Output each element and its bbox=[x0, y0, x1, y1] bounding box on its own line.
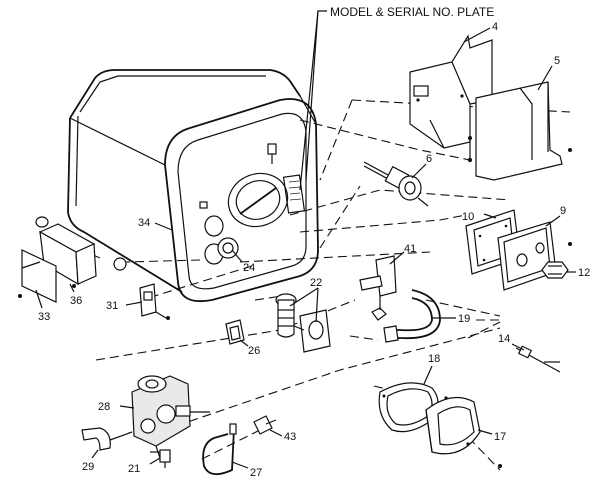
callout-41: 41 bbox=[389, 243, 416, 265]
callout-5: 5 bbox=[537, 55, 560, 91]
part-14-electrode bbox=[515, 345, 561, 373]
callout-9: 9 bbox=[545, 205, 566, 227]
callout-17: 17 bbox=[477, 429, 506, 443]
callout-34: 34 bbox=[138, 217, 173, 231]
part-26-switch bbox=[225, 319, 245, 345]
part-22-burner bbox=[275, 293, 331, 353]
part-33-panel bbox=[18, 249, 76, 303]
svg-text:28: 28 bbox=[98, 401, 110, 413]
svg-text:MODEL & SERIAL NO. PLATE: MODEL & SERIAL NO. PLATE bbox=[330, 5, 494, 19]
svg-text:43: 43 bbox=[284, 431, 296, 443]
part-28-gas-valve bbox=[131, 375, 210, 459]
callout-21: 21 bbox=[128, 457, 161, 475]
callout-27: 27 bbox=[231, 461, 262, 479]
svg-text:24: 24 bbox=[243, 262, 255, 274]
svg-text:19: 19 bbox=[458, 313, 470, 325]
callout-43: 43 bbox=[269, 429, 296, 443]
callout-10: 10 bbox=[462, 211, 497, 223]
svg-text:34: 34 bbox=[138, 217, 150, 229]
svg-text:17: 17 bbox=[494, 431, 506, 443]
svg-text:6: 6 bbox=[426, 153, 432, 165]
svg-text:4: 4 bbox=[492, 21, 498, 33]
svg-text:26: 26 bbox=[248, 345, 260, 357]
callout-33: 33 bbox=[35, 289, 50, 323]
part-27-thermocouple bbox=[202, 423, 237, 476]
callout-31: 31 bbox=[106, 300, 143, 312]
svg-text:18: 18 bbox=[428, 353, 440, 365]
callout-19: 19 bbox=[432, 313, 470, 325]
part-17-vent-cover bbox=[425, 396, 502, 468]
part-43-orifice bbox=[253, 415, 277, 435]
callout-36: 36 bbox=[69, 283, 82, 307]
callout-4: 4 bbox=[463, 21, 498, 43]
svg-text:36: 36 bbox=[70, 295, 82, 307]
water-heater-tank bbox=[67, 69, 319, 303]
part-31-ecs-thermostat bbox=[139, 283, 170, 320]
part-4-top-shield bbox=[409, 34, 514, 163]
svg-text:5: 5 bbox=[554, 55, 560, 67]
part-41-bracket bbox=[359, 255, 397, 321]
callout-24: 24 bbox=[231, 249, 255, 274]
svg-text:31: 31 bbox=[106, 300, 118, 312]
part-12-drain-plug bbox=[541, 261, 569, 279]
svg-text:12: 12 bbox=[578, 267, 590, 279]
svg-text:41: 41 bbox=[404, 243, 416, 255]
svg-text:29: 29 bbox=[82, 461, 94, 473]
part-36-outer-door bbox=[35, 216, 127, 286]
callout-6: 6 bbox=[411, 153, 432, 179]
part-21-fitting bbox=[159, 449, 171, 468]
callout-14: 14 bbox=[498, 333, 525, 351]
part-5-side-shield bbox=[475, 81, 572, 181]
svg-text:14: 14 bbox=[498, 333, 510, 345]
callout-26: 26 bbox=[239, 339, 260, 357]
svg-text:21: 21 bbox=[128, 463, 140, 475]
callout-12: 12 bbox=[566, 267, 590, 279]
part-19-gas-tube bbox=[383, 289, 441, 343]
callout-22: 22 bbox=[289, 277, 322, 323]
svg-text:22: 22 bbox=[310, 277, 322, 289]
svg-text:9: 9 bbox=[560, 205, 566, 217]
svg-text:27: 27 bbox=[250, 467, 262, 479]
svg-text:33: 33 bbox=[38, 311, 50, 323]
callout-29: 29 bbox=[82, 449, 99, 473]
part-6-igniter bbox=[363, 161, 429, 207]
model-serial-plate-label: MODEL & SERIAL NO. PLATE bbox=[299, 5, 494, 191]
callout-18: 18 bbox=[423, 353, 440, 385]
part-29-elbow-fitting bbox=[81, 427, 133, 451]
svg-text:10: 10 bbox=[462, 211, 474, 223]
callout-28: 28 bbox=[98, 401, 135, 413]
